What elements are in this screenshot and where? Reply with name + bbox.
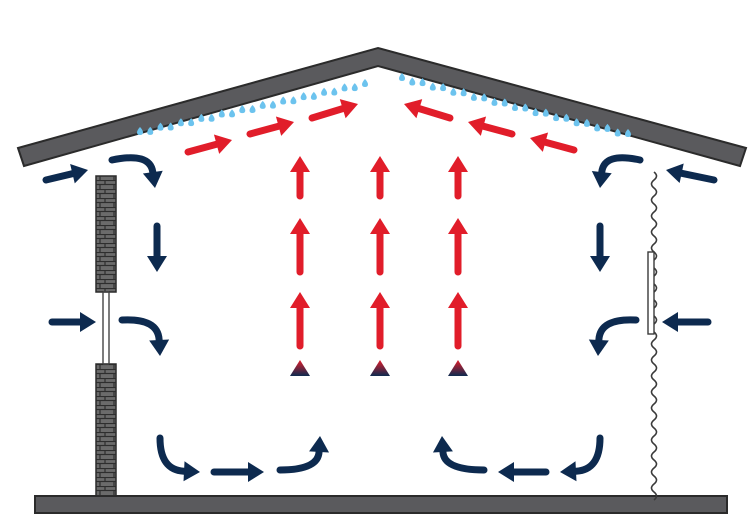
floor-slab xyxy=(34,495,728,514)
condensation-droplet-icon xyxy=(501,98,508,107)
condensation-droplet-icon xyxy=(290,96,297,105)
cold-air-rise-arrow xyxy=(276,436,330,474)
warm-air-flow xyxy=(184,99,578,410)
condensation-droplet-icon xyxy=(157,122,164,131)
condensation-droplet-icon xyxy=(137,127,143,135)
warm-air-rising-arrow xyxy=(448,360,468,410)
condensation-droplet-icon xyxy=(573,118,580,127)
condensation-droplet-icon xyxy=(614,128,621,137)
condensation-droplet-icon xyxy=(351,83,358,92)
roof xyxy=(16,46,748,168)
left-window xyxy=(102,291,110,365)
condensation-droplet-icon xyxy=(300,92,307,101)
cold-air-curve-arrow xyxy=(118,316,170,356)
condensation-droplet-icon xyxy=(419,78,426,87)
cold-air-curve-arrow xyxy=(108,154,163,188)
warm-air-rising-arrow xyxy=(290,360,310,410)
warm-air-rising-arrow xyxy=(370,156,390,200)
condensation-droplet-icon xyxy=(491,97,498,106)
condensation-droplet-icon xyxy=(280,96,287,105)
condensation-droplet-icon xyxy=(229,109,236,118)
condensation-droplet-icon xyxy=(321,87,328,96)
condensation-droplet-icon xyxy=(409,77,416,86)
condensation-droplet-icon xyxy=(594,123,601,132)
condensation-droplet-icon xyxy=(208,113,215,122)
condensation-droplet-icon xyxy=(429,82,436,91)
warm-air-rising-arrow xyxy=(370,292,390,350)
warm-air-rising-arrow xyxy=(290,218,310,276)
warm-air-ridge-arrow xyxy=(184,134,232,156)
warm-air-rising-arrow xyxy=(290,156,310,200)
condensation-droplet-icon xyxy=(259,100,266,109)
cold-air-down-arrow xyxy=(147,222,167,272)
warm-air-ridge-arrow xyxy=(246,116,294,138)
condensation-droplet-icon xyxy=(604,123,611,132)
condensation-droplet-icon xyxy=(583,118,590,127)
condensation-droplet-icon xyxy=(218,109,225,118)
condensation-droplet-icon xyxy=(269,100,276,109)
left-brick-wall xyxy=(95,175,117,497)
condensation-droplet-icon xyxy=(625,129,631,137)
condensation-droplets xyxy=(137,73,631,137)
cold-air-curve-arrow xyxy=(591,154,644,188)
cold-air-curve-arrow xyxy=(156,434,200,482)
condensation-droplet-icon xyxy=(177,118,184,127)
condensation-droplet-icon xyxy=(399,73,405,81)
condensation-droplet-icon xyxy=(460,88,467,97)
condensation-droplet-icon xyxy=(522,103,529,112)
warm-air-ridge-arrow xyxy=(468,116,516,138)
condensation-droplet-icon xyxy=(512,103,518,111)
condensation-droplet-icon xyxy=(341,83,348,92)
cold-air-curve-arrow xyxy=(560,434,604,482)
warm-air-ridge-arrow xyxy=(308,99,358,122)
cold-air-inlet-arrow xyxy=(42,163,88,184)
warm-air-rising-arrow xyxy=(448,292,468,350)
condensation-droplet-icon xyxy=(188,118,195,127)
condensation-droplet-icon xyxy=(310,91,317,100)
right-siding-wall xyxy=(647,171,658,501)
condensation-droplet-icon xyxy=(440,83,447,92)
condensation-droplet-icon xyxy=(331,87,338,96)
warm-air-rising-arrow xyxy=(448,156,468,200)
cold-air-wall-inlet-arrow xyxy=(662,312,712,332)
warm-air-rising-arrow xyxy=(290,292,310,350)
condensation-droplet-icon xyxy=(147,126,154,135)
condensation-droplet-icon xyxy=(450,87,457,96)
cold-air-down-arrow xyxy=(590,222,610,272)
cold-air-window-inlet-arrow xyxy=(48,312,96,332)
cold-air-floor-arrow xyxy=(498,462,550,482)
condensation-droplet-icon xyxy=(167,122,174,131)
condensation-droplet-icon xyxy=(239,105,246,114)
condensation-droplet-icon xyxy=(481,93,488,102)
warm-air-ridge-arrow xyxy=(404,99,454,122)
condensation-droplet-icon xyxy=(532,108,539,117)
cold-air-floor-arrow xyxy=(210,462,264,482)
cold-air-rise-arrow xyxy=(432,436,488,474)
cold-air-flow xyxy=(42,154,718,482)
condensation-droplet-icon xyxy=(470,92,477,101)
warm-air-rising-arrow xyxy=(370,218,390,276)
warm-air-rising-arrow xyxy=(370,360,390,410)
warm-air-ridge-arrow xyxy=(530,132,578,154)
cold-air-curve-arrow xyxy=(588,316,640,356)
condensation-droplet-icon xyxy=(249,105,256,113)
warm-air-rising-arrow xyxy=(448,218,468,276)
condensation-droplet-icon xyxy=(553,113,560,122)
condensation-droplet-icon xyxy=(198,113,205,122)
cold-air-inlet-arrow xyxy=(666,163,718,184)
condensation-droplet-icon xyxy=(542,108,549,117)
condensation-droplet-icon xyxy=(362,79,368,87)
condensation-droplet-icon xyxy=(563,113,570,122)
